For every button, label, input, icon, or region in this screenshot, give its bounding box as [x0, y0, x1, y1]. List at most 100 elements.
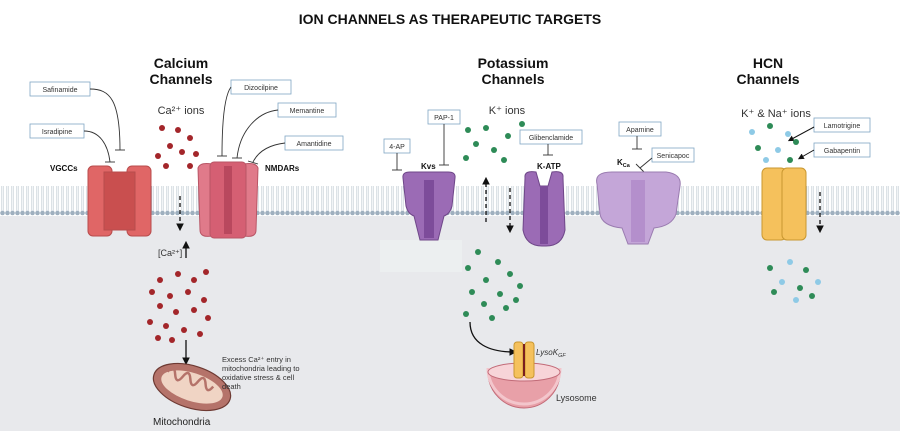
ion-dot	[465, 127, 471, 133]
ion-dot	[793, 297, 799, 303]
drug-box-gabapentin: Gabapentin	[813, 142, 871, 158]
drug-box-isradipine: Isradipine	[29, 123, 85, 139]
hcn-ions	[749, 123, 821, 303]
ion-dot	[147, 319, 153, 325]
calcium-concentration-label: [Ca²⁺]	[158, 248, 182, 258]
ion-dot	[495, 259, 501, 265]
ion-dot	[787, 259, 793, 265]
drug-box-senicapoc: Senicapoc	[651, 147, 695, 163]
ion-dot	[809, 293, 815, 299]
ion-dot	[481, 301, 487, 307]
excess-calcium-note-1: Excess Ca²⁺ entry in	[222, 355, 291, 364]
drug-box-safinamide: Safinamide	[29, 81, 91, 97]
svg-text:Apamine: Apamine	[626, 127, 654, 134]
mitochondria-label: Mitochondria	[153, 417, 211, 428]
drug-box-glibenclamide: Glibenclamide	[519, 129, 583, 145]
calcium-ions-label: Ca²⁺ ions	[158, 105, 205, 117]
ion-dot	[175, 127, 181, 133]
ion-dot	[163, 323, 169, 329]
svg-text:4-AP: 4-AP	[389, 144, 405, 151]
ion-dot	[815, 279, 821, 285]
ion-dot	[519, 121, 525, 127]
svg-text:Memantine: Memantine	[290, 108, 325, 115]
ion-dot	[475, 249, 481, 255]
hcn-heading-1: HCN	[753, 55, 783, 71]
ion-dot	[169, 337, 175, 343]
ion-dot	[497, 291, 503, 297]
ion-dot	[483, 125, 489, 131]
kca-label: KCa	[617, 158, 631, 169]
calcium-heading-1: Calcium	[154, 55, 208, 71]
nmdar-channel	[197, 161, 259, 239]
ion-dot	[157, 277, 163, 283]
ion-dot	[463, 155, 469, 161]
ion-dot	[507, 271, 513, 277]
ion-dot	[775, 147, 781, 153]
ion-dot	[163, 163, 169, 169]
ion-dot	[767, 265, 773, 271]
ion-dot	[803, 267, 809, 273]
mitochondria-icon	[152, 362, 232, 412]
drug-connector-lines	[83, 86, 653, 173]
svg-text:Glibenclamide: Glibenclamide	[529, 135, 573, 142]
ion-dot	[187, 163, 193, 169]
kca-channel	[596, 171, 681, 245]
katp-label: K-ATP	[537, 162, 562, 171]
svg-text:Isradipine: Isradipine	[42, 129, 72, 136]
ion-dot	[179, 149, 185, 155]
ion-dot	[473, 141, 479, 147]
drug-pointer-arrows	[787, 126, 815, 160]
potassium-heading-1: Potassium	[478, 55, 549, 71]
hcn-channel	[761, 167, 807, 241]
excess-calcium-note-2: mitochondria leading to	[222, 364, 300, 373]
ion-dot	[505, 133, 511, 139]
potassium-ions-label: K⁺ ions	[489, 105, 526, 117]
ion-dot	[181, 327, 187, 333]
ion-dot	[203, 269, 209, 275]
ion-dot	[513, 297, 519, 303]
ion-dot	[763, 157, 769, 163]
lysok-channel	[513, 341, 535, 379]
ion-dot	[749, 129, 755, 135]
svg-text:Lamotrigine: Lamotrigine	[824, 123, 861, 130]
ion-dot	[191, 277, 197, 283]
ion-dot	[787, 157, 793, 163]
svg-text:Amantidine: Amantidine	[296, 141, 331, 148]
ion-dot	[483, 277, 489, 283]
svg-text:Senicapoc: Senicapoc	[657, 153, 690, 160]
katp-channel	[522, 171, 566, 247]
drug-box-pap1: PAP-1	[427, 109, 461, 125]
ion-dot	[155, 335, 161, 341]
ion-dot	[771, 289, 777, 295]
svg-text:Gabapentin: Gabapentin	[824, 148, 860, 155]
kv-channel	[402, 171, 456, 241]
excess-calcium-note-4: death	[222, 382, 241, 391]
ion-dot	[767, 123, 773, 129]
ion-dot	[465, 265, 471, 271]
ion-dot	[155, 153, 161, 159]
drug-box-dizocilpine: Dizocilpine	[230, 79, 292, 95]
ion-dot	[503, 305, 509, 311]
ion-dot	[187, 135, 193, 141]
lysok-label: LysoKGF	[536, 348, 566, 359]
calcium-ions	[147, 125, 211, 343]
lysosome-label: Lysosome	[556, 393, 597, 403]
ion-dot	[463, 311, 469, 317]
ion-dot	[793, 139, 799, 145]
excess-calcium-note-3: oxidative stress & cell	[222, 373, 294, 382]
potassium-ions	[463, 121, 525, 321]
calcium-heading-2: Channels	[149, 71, 212, 87]
ion-dot	[755, 145, 761, 151]
svg-text:Safinamide: Safinamide	[42, 87, 77, 94]
drug-box-lamotrigine: Lamotrigine	[813, 117, 871, 133]
ion-dot	[489, 315, 495, 321]
hcn-ions-label: K⁺ & Na⁺ ions	[741, 108, 811, 120]
ion-dot	[159, 125, 165, 131]
drug-box-4ap: 4-AP	[383, 138, 411, 154]
svg-text:PAP-1: PAP-1	[434, 115, 454, 122]
ion-dot	[193, 151, 199, 157]
drug-box-memantine: Memantine	[277, 102, 337, 118]
vgcc-label: VGCCs	[50, 164, 78, 173]
